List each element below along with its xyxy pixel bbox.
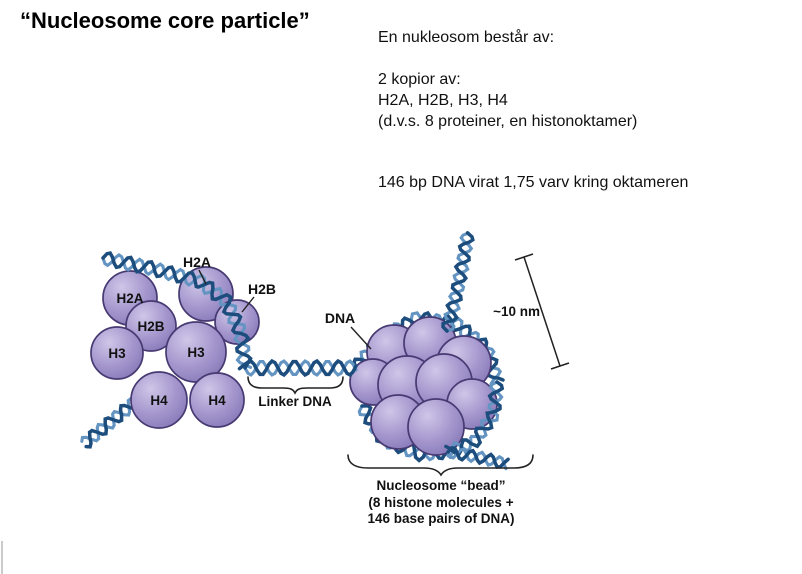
h2a-pointer-label: H2A (183, 254, 211, 270)
bead-brace (347, 454, 534, 477)
scale-line (523, 256, 561, 367)
info-copies: 2 kopior av: (378, 71, 461, 88)
scale-tick-top (514, 253, 534, 261)
info-composition: 2 kopior av: H2A, H2B, H3, H4 (d.v.s. 8 … (378, 69, 688, 132)
dna-strand (446, 446, 510, 469)
dna-label: DNA (325, 310, 355, 326)
dna-helix-front (101, 231, 510, 471)
sphere-label-h3-center: H3 (187, 345, 205, 360)
bead-caption-line1: Nucleosome “bead” (376, 478, 505, 493)
linker-brace (247, 376, 344, 395)
linker-dna-label: Linker DNA (258, 394, 332, 409)
sphere-label-h4-right: H4 (208, 393, 226, 408)
info-histones: H2A, H2B, H3, H4 (378, 92, 508, 109)
sphere-label-h3-left: H3 (108, 346, 126, 361)
sphere-label-h2b: H2B (137, 319, 164, 334)
dna-strand (243, 358, 358, 378)
dna-strand (444, 380, 505, 457)
scale-tick-bottom (550, 362, 570, 370)
histone-sphere (90, 326, 144, 380)
slide-title: “Nucleosome core particle” (20, 8, 310, 33)
h2b-pointer-line (241, 296, 255, 313)
scale-label: ~10 nm (493, 304, 540, 319)
bead-caption-line3: 146 base pairs of DNA) (367, 511, 514, 526)
dna-strand (441, 231, 475, 333)
sphere-label-h4-left: H4 (150, 393, 168, 408)
histone-sphere (189, 372, 245, 428)
slide-edge-artifact (1, 541, 3, 574)
info-dna: 146 bp DNA virat 1,75 varv kring oktamer… (378, 174, 689, 191)
info-paren: (d.v.s. 8 proteiner, en histonoktamer) (378, 113, 638, 130)
dna-strand (101, 251, 253, 371)
histone-sphere (407, 398, 465, 456)
dna-pointer-line (350, 326, 372, 350)
histone-sphere (130, 371, 188, 429)
bead-caption-line2: (8 histone molecules + (368, 495, 513, 510)
diagram-annotations: H2A H2B H3 H3 H4 H4 H2A H2B DNA Linker D… (108, 253, 570, 526)
h2a-pointer-line (198, 269, 207, 285)
h2b-pointer-label: H2B (248, 281, 276, 297)
info-intro: En nukleosom består av: (378, 29, 555, 46)
sphere-label-h2a: H2A (116, 291, 143, 306)
dna-strand (101, 252, 253, 369)
info-block: En nukleosom består av: 2 kopior av: H2A… (378, 27, 688, 193)
